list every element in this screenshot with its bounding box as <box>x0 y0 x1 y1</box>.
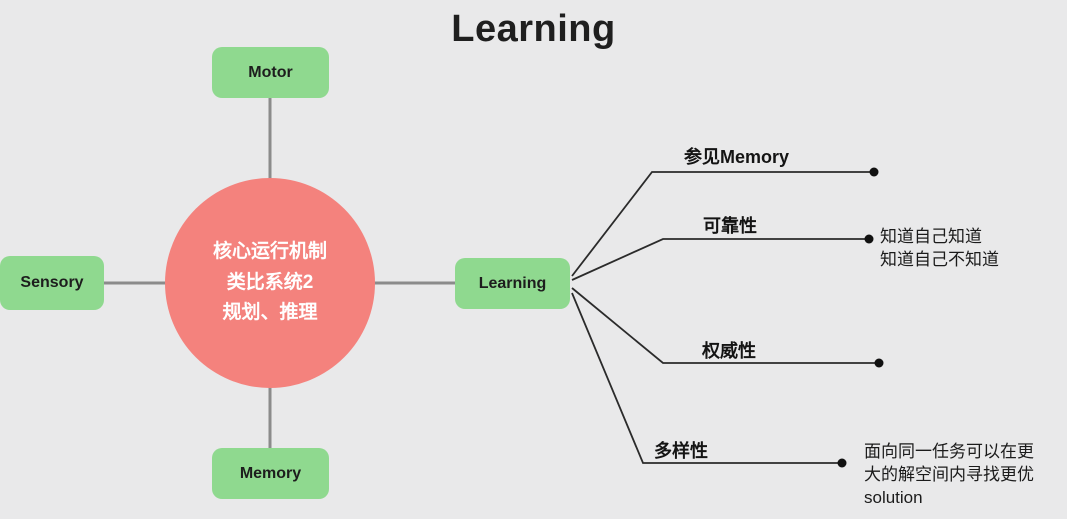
branch-label-authority: 权威性 <box>702 341 756 361</box>
center-node-text: 核心运行机制 类比系统2 规划、推理 <box>212 241 327 324</box>
branch-label-memory-ref: 参见Memory <box>684 147 790 167</box>
node-learning[interactable]: Learning <box>455 258 570 309</box>
node-motor[interactable]: Motor <box>212 47 329 98</box>
page-title: Learning <box>451 8 616 50</box>
branch-note-diversity: 面向同一任务可以在更 大的解空间内寻找更优 solution <box>864 442 1034 507</box>
branch-endpoint-dot-1 <box>869 167 879 177</box>
center-node[interactable]: 核心运行机制 类比系统2 规划、推理 <box>165 178 375 388</box>
node-learning-label: Learning <box>478 274 547 292</box>
node-memory[interactable]: Memory <box>212 448 329 499</box>
branch-label-reliability: 可靠性 <box>703 216 757 236</box>
node-sensory[interactable]: Sensory <box>0 256 104 310</box>
branch-line-2 <box>571 238 867 281</box>
branch-endpoint-dot-2 <box>864 234 874 244</box>
node-motor-label: Motor <box>248 63 293 81</box>
branch-note-reliability: 知道自己知道 知道自己不知道 <box>880 227 999 269</box>
node-memory-label: Memory <box>239 464 302 482</box>
branch-endpoint-dot-4 <box>837 458 847 468</box>
node-sensory-label: Sensory <box>20 274 84 291</box>
branch-endpoint-dot-3 <box>874 358 884 368</box>
branch-label-diversity: 多样性 <box>654 441 708 461</box>
